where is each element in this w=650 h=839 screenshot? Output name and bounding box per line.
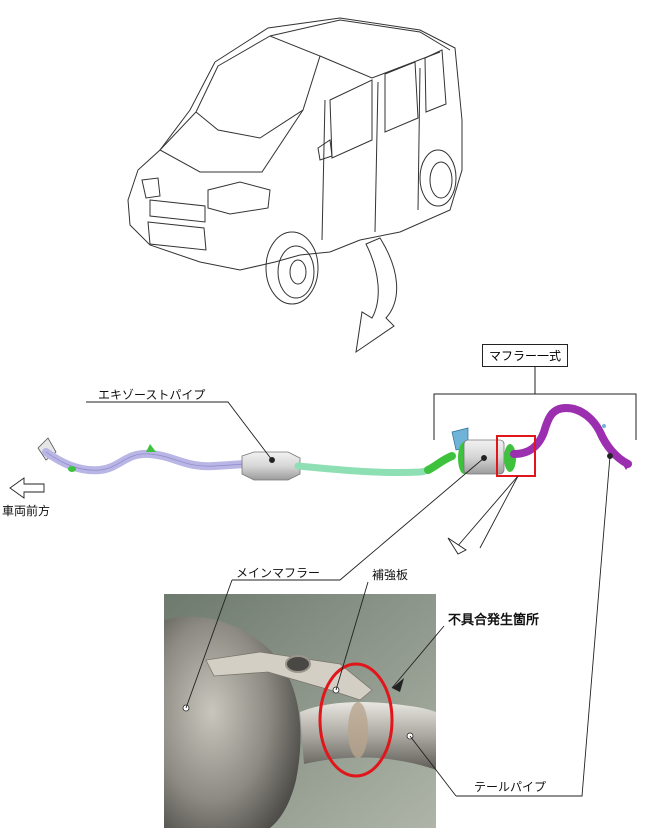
center-pipe-joint <box>424 452 456 474</box>
main-muffler-label: メインマフラー <box>236 566 321 580</box>
catalytic-converter <box>241 451 301 481</box>
sensor-joint <box>146 444 156 452</box>
curved-arrow-icon <box>355 237 398 354</box>
sensor-joint <box>68 466 76 472</box>
tail-pipe <box>510 403 632 468</box>
zoom-arrow-icon <box>447 537 467 555</box>
vehicle-illustration <box>127 17 463 305</box>
defect-highlight-ellipse <box>318 662 394 778</box>
defect-location-label: 不具合発生箇所 <box>448 613 540 628</box>
photo-weld <box>348 702 368 758</box>
photo-bracket-hole <box>285 655 311 673</box>
vehicle-front-label: 車両前方 <box>2 504 51 518</box>
reinforcement-plate-label: 補強板 <box>372 568 409 582</box>
leader-lines <box>86 401 613 797</box>
front-direction-arrow-icon <box>9 477 45 499</box>
muffler-assembly-label: マフラー一式 <box>482 344 569 367</box>
exhaust-system <box>37 403 632 481</box>
tail-pipe-label: テールパイプ <box>474 780 547 794</box>
photo-inset <box>164 594 436 828</box>
photo-tail-pipe <box>300 702 436 770</box>
defect-arrow-icon <box>392 678 404 692</box>
tail-pipe-end <box>618 456 632 470</box>
photo-reinforcement-plate <box>205 651 373 701</box>
assembly-bracket <box>433 366 637 440</box>
exhaust-pipe-label: エキゾーストパイプ <box>98 388 206 402</box>
defect-highlight-box <box>496 435 536 477</box>
muffler-green-cap <box>504 444 516 472</box>
